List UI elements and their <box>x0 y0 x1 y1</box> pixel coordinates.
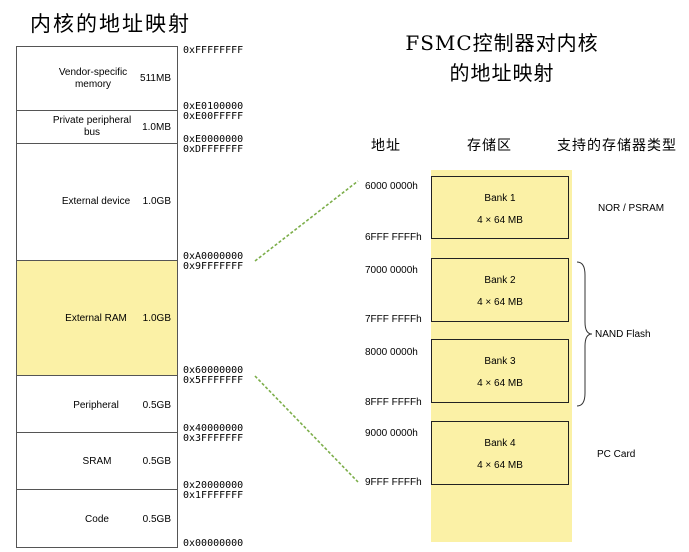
left-title: 内核的地址映射 <box>30 12 191 36</box>
dashed-connector-top <box>254 180 359 262</box>
address-label: 0xE0000000 <box>183 134 244 145</box>
bank-size: 4 × 64 MB <box>477 378 523 389</box>
right-title-line2: 的地址映射 <box>449 61 555 85</box>
dashed-connector-bottom <box>254 375 359 483</box>
bank-name: Bank 4 <box>484 438 516 449</box>
bank-3-end-address: 8FFF FFFFh <box>365 397 422 408</box>
bank-2-end-address: 7FFF FFFFh <box>365 314 422 325</box>
address-label: 0xE0100000 <box>183 101 244 112</box>
bank-size: 4 × 64 MB <box>477 215 523 226</box>
bank-2-box: Bank 2 4 × 64 MB <box>431 258 569 322</box>
memory-type-nor-psram: NOR / PSRAM <box>598 203 665 214</box>
address-label: 0xDFFFFFFF <box>183 144 244 155</box>
region-size: 0.5GB <box>142 456 171 467</box>
region-code: Code 0.5GB <box>17 490 177 547</box>
address-label: 0xE00FFFFF <box>183 111 244 122</box>
bank-name: Bank 3 <box>484 356 516 367</box>
address-label: 0x5FFFFFFF <box>183 375 244 386</box>
address-label: 0x00000000 <box>183 538 244 549</box>
bank-1-end-address: 6FFF FFFFh <box>365 232 422 243</box>
bank-3-box: Bank 3 4 × 64 MB <box>431 339 569 403</box>
region-peripheral: Peripheral 0.5GB <box>17 376 177 433</box>
bank-size: 4 × 64 MB <box>477 460 523 471</box>
region-size: 0.5GB <box>142 514 171 525</box>
address-label: 0xFFFFFFFF <box>183 45 244 56</box>
region-name: External device <box>61 196 131 207</box>
address-label: 0x3FFFFFFF <box>183 433 244 444</box>
memory-type-nand-flash: NAND Flash <box>595 329 651 340</box>
column-header-storage: 存储区 <box>467 138 512 154</box>
address-label: 0x60000000 <box>183 365 244 376</box>
region-name: External RAM <box>65 313 127 324</box>
region-sram: SRAM 0.5GB <box>17 433 177 490</box>
column-header-address: 地址 <box>371 138 401 154</box>
bank-4-end-address: 9FFF FFFFh <box>365 477 422 488</box>
bank-1-start-address: 6000 0000h <box>365 181 418 192</box>
bank-name: Bank 1 <box>484 193 516 204</box>
address-label: 0x40000000 <box>183 423 244 434</box>
memory-type-pc-card: PC Card <box>597 449 636 460</box>
address-label: 0x20000000 <box>183 480 244 491</box>
bank-4-start-address: 9000 0000h <box>365 428 418 439</box>
right-title: FSMC控制器对内核 的地址映射 <box>382 28 622 88</box>
address-label: 0x9FFFFFFF <box>183 261 244 272</box>
bank-size: 4 × 64 MB <box>477 297 523 308</box>
region-size: 511MB <box>140 73 171 84</box>
bank-name: Bank 2 <box>484 275 516 286</box>
region-name: Private peripheral bus <box>52 115 132 138</box>
region-size: 1.0GB <box>142 313 171 324</box>
region-size: 1.0MB <box>142 122 171 133</box>
region-name: Vendor-specific memory <box>58 67 128 90</box>
bank-3-start-address: 8000 0000h <box>365 347 418 358</box>
column-header-types: 支持的存储器类型 <box>557 138 677 154</box>
bank-2-start-address: 7000 0000h <box>365 265 418 276</box>
nand-brace <box>576 261 593 407</box>
region-size: 1.0GB <box>142 196 171 207</box>
region-name: Peripheral <box>73 400 119 411</box>
right-title-line1: FSMC控制器对内核 <box>405 31 599 55</box>
region-vendor-specific: Vendor-specific memory 511MB <box>17 47 177 111</box>
region-name: Code <box>85 514 109 525</box>
region-size: 0.5GB <box>142 400 171 411</box>
core-memory-map: Vendor-specific memory 511MB Private per… <box>16 46 178 548</box>
region-external-ram: External RAM 1.0GB <box>17 261 177 376</box>
region-private-peripheral-bus: Private peripheral bus 1.0MB <box>17 111 177 144</box>
address-label: 0xA0000000 <box>183 251 244 262</box>
address-label: 0x1FFFFFFF <box>183 490 244 501</box>
bank-4-box: Bank 4 4 × 64 MB <box>431 421 569 485</box>
bank-1-box: Bank 1 4 × 64 MB <box>431 176 569 239</box>
region-name: SRAM <box>82 456 112 467</box>
region-external-device: External device 1.0GB <box>17 144 177 261</box>
